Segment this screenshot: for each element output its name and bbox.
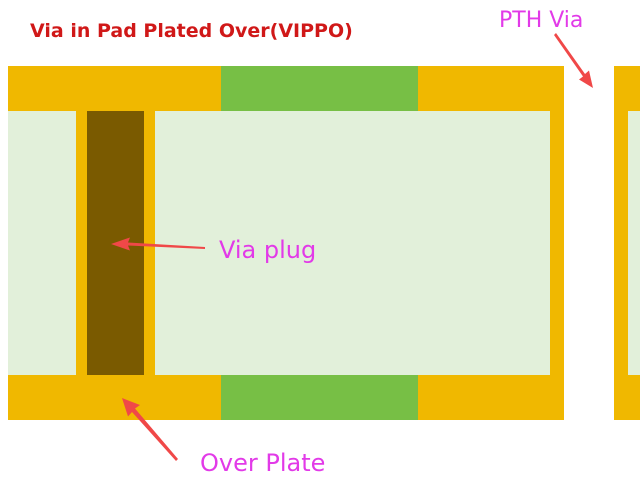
pth-via-label: PTH Via bbox=[499, 8, 583, 33]
via-plug-arrow bbox=[111, 237, 205, 251]
pth-substrate bbox=[628, 111, 640, 375]
vippo-cross-section bbox=[8, 66, 564, 420]
callout-arrows bbox=[111, 33, 593, 461]
bottom-pad bbox=[221, 375, 418, 420]
pth-via-cross-section bbox=[614, 66, 640, 420]
via-plug-label: Via plug bbox=[219, 236, 316, 264]
diagram-title: Via in Pad Plated Over(VIPPO) bbox=[30, 20, 353, 42]
over-plate-label: Over Plate bbox=[200, 449, 325, 477]
substrate-right bbox=[155, 111, 550, 375]
top-pad bbox=[221, 66, 418, 111]
substrate-left bbox=[8, 111, 76, 375]
over-plate-arrow bbox=[122, 398, 178, 461]
pth-via-arrow bbox=[554, 33, 593, 88]
